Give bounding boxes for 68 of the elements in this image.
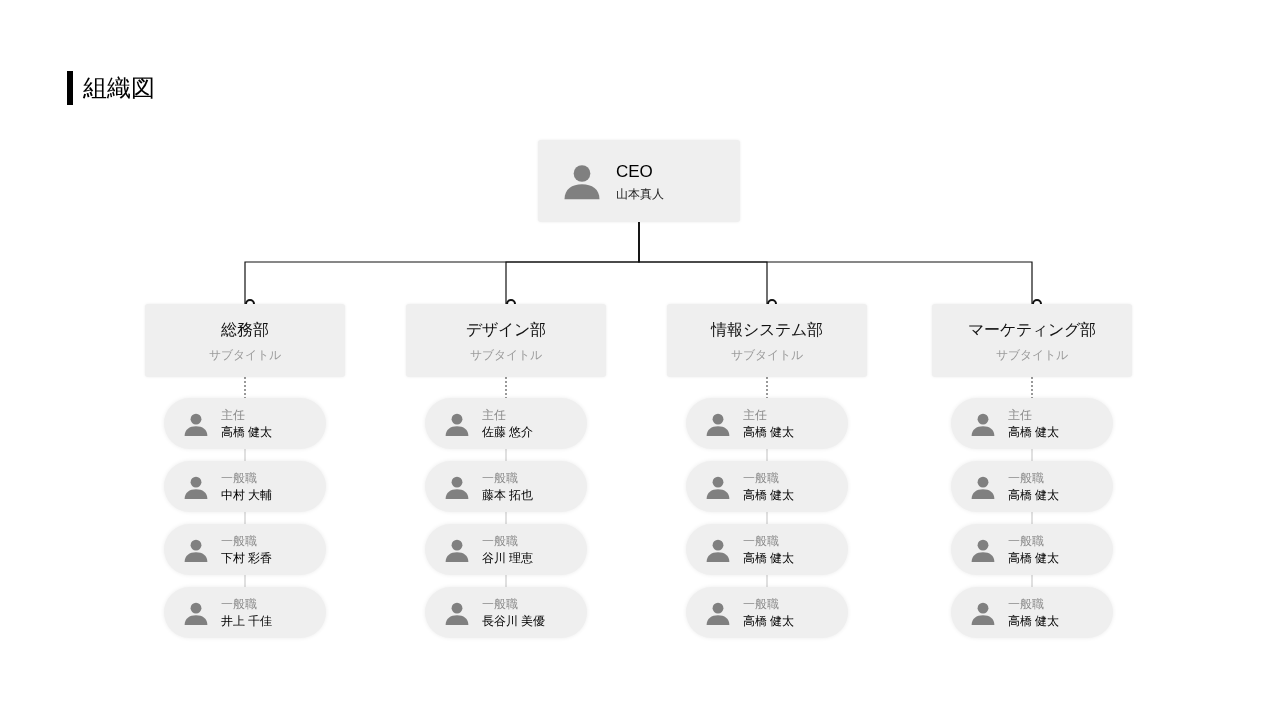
department-card [667, 304, 867, 377]
person-name: 佐藤 悠介 [482, 423, 534, 441]
member-card [164, 398, 326, 449]
subtitle: サブタイトル [996, 346, 1068, 364]
department-name: デザイン部 [466, 319, 546, 340]
person-name: 高橋 健太 [1008, 423, 1060, 441]
person-name: 高橋 健太 [743, 549, 795, 567]
person-name: 高橋 健太 [743, 612, 795, 630]
member-card [951, 398, 1113, 449]
job-title: 主任 [482, 406, 507, 424]
member-card [425, 587, 587, 638]
department-name: 総務部 [221, 319, 269, 340]
job-title: 一般職 [743, 469, 780, 487]
role-title: CEO [616, 161, 654, 184]
member-card [164, 587, 326, 638]
department-name: マーケティング部 [968, 319, 1096, 340]
person-name: 長谷川 美優 [482, 612, 546, 630]
member-card [951, 461, 1113, 512]
job-title: 一般職 [1008, 532, 1045, 550]
member-card [686, 461, 848, 512]
person-name: 井上 千佳 [221, 612, 273, 630]
person-name: 中村 大輔 [221, 486, 273, 504]
job-title: 主任 [743, 406, 768, 424]
department-card [932, 304, 1132, 377]
connector-line [1031, 376, 1033, 399]
job-title: 一般職 [1008, 469, 1045, 487]
person-name: 高橋 健太 [1008, 612, 1060, 630]
job-title: 一般職 [221, 595, 258, 613]
job-title: 一般職 [482, 532, 519, 550]
person-name: 高橋 健太 [221, 423, 273, 441]
person-name: 高橋 健太 [743, 423, 795, 441]
job-title: 一般職 [1008, 595, 1045, 613]
member-card [951, 587, 1113, 638]
member-card [686, 524, 848, 575]
person-name: 高橋 健太 [743, 486, 795, 504]
person-name: 下村 彩香 [221, 549, 273, 567]
member-card [951, 524, 1113, 575]
ceo-card [538, 140, 740, 222]
member-card [425, 524, 587, 575]
job-title: 一般職 [743, 532, 780, 550]
department-card [145, 304, 345, 377]
subtitle: サブタイトル [470, 346, 542, 364]
job-title: 一般職 [221, 532, 258, 550]
title: 組織図 [83, 73, 155, 103]
department-name: 情報システム部 [711, 319, 823, 340]
member-card [686, 398, 848, 449]
connector-line [244, 376, 246, 399]
member-card [164, 461, 326, 512]
person-name: 山本真人 [616, 185, 664, 203]
member-card [164, 524, 326, 575]
person-name: 高橋 健太 [1008, 549, 1060, 567]
person-name: 藤本 拓也 [482, 486, 534, 504]
job-title: 一般職 [482, 469, 519, 487]
job-title: 一般職 [482, 595, 519, 613]
member-card [425, 461, 587, 512]
member-card [425, 398, 587, 449]
job-title: 主任 [221, 406, 246, 424]
connector-line [505, 376, 507, 399]
job-title: 主任 [1008, 406, 1033, 424]
subtitle: サブタイトル [731, 346, 803, 364]
job-title: 一般職 [221, 469, 258, 487]
job-title: 一般職 [743, 595, 780, 613]
person-name: 高橋 健太 [1008, 486, 1060, 504]
member-card [686, 587, 848, 638]
department-card [406, 304, 606, 377]
connector-line [766, 376, 768, 399]
person-name: 谷川 理恵 [482, 549, 534, 567]
subtitle: サブタイトル [209, 346, 281, 364]
